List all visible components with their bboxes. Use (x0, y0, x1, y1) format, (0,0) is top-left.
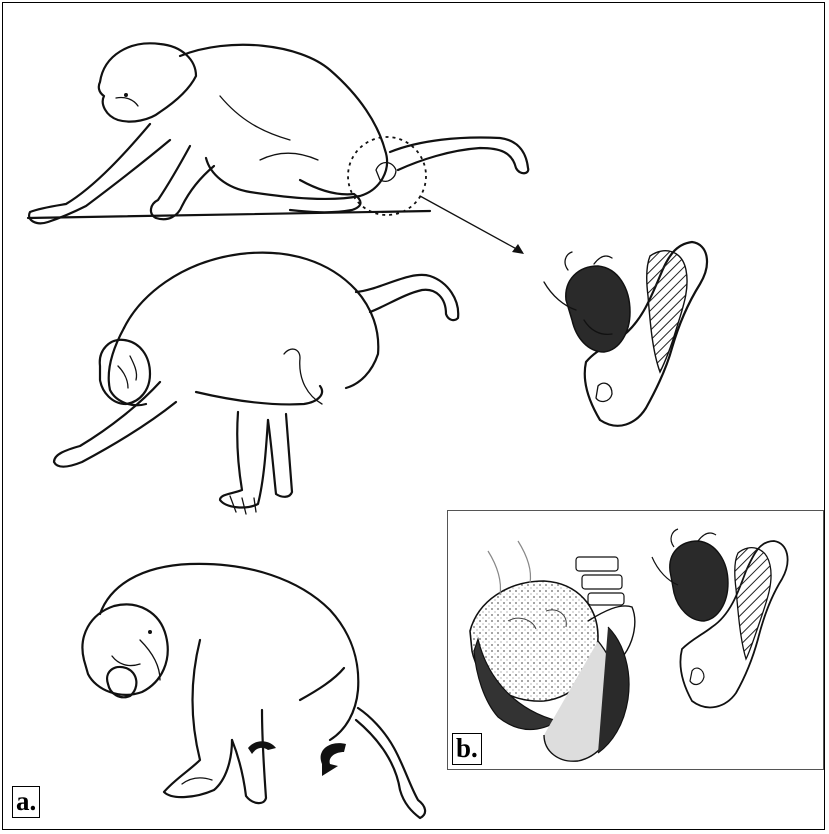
pointer-arrow (420, 196, 522, 252)
panel-label-a: a. (12, 786, 40, 818)
hatched-pelvic-region (647, 251, 687, 372)
highlight-circle (348, 137, 426, 215)
ground-line (28, 211, 430, 218)
pelvis-detail-top (544, 242, 707, 426)
curved-arrow-icon (248, 741, 276, 754)
pelvis-detail-inset (652, 529, 788, 707)
curved-arrow-icon (321, 743, 346, 776)
inset-panel-b (447, 510, 824, 770)
fetal-head-detail (566, 266, 630, 352)
monkey-figure-squatting (82, 564, 425, 818)
panel-label-b: b. (452, 733, 482, 765)
sagittal-section-diagram (470, 541, 635, 761)
inset-illustration (448, 511, 825, 771)
monkey-figure-bending (54, 253, 458, 514)
monkey-figure-crouching (28, 43, 528, 254)
arrow-head-icon (512, 244, 524, 254)
